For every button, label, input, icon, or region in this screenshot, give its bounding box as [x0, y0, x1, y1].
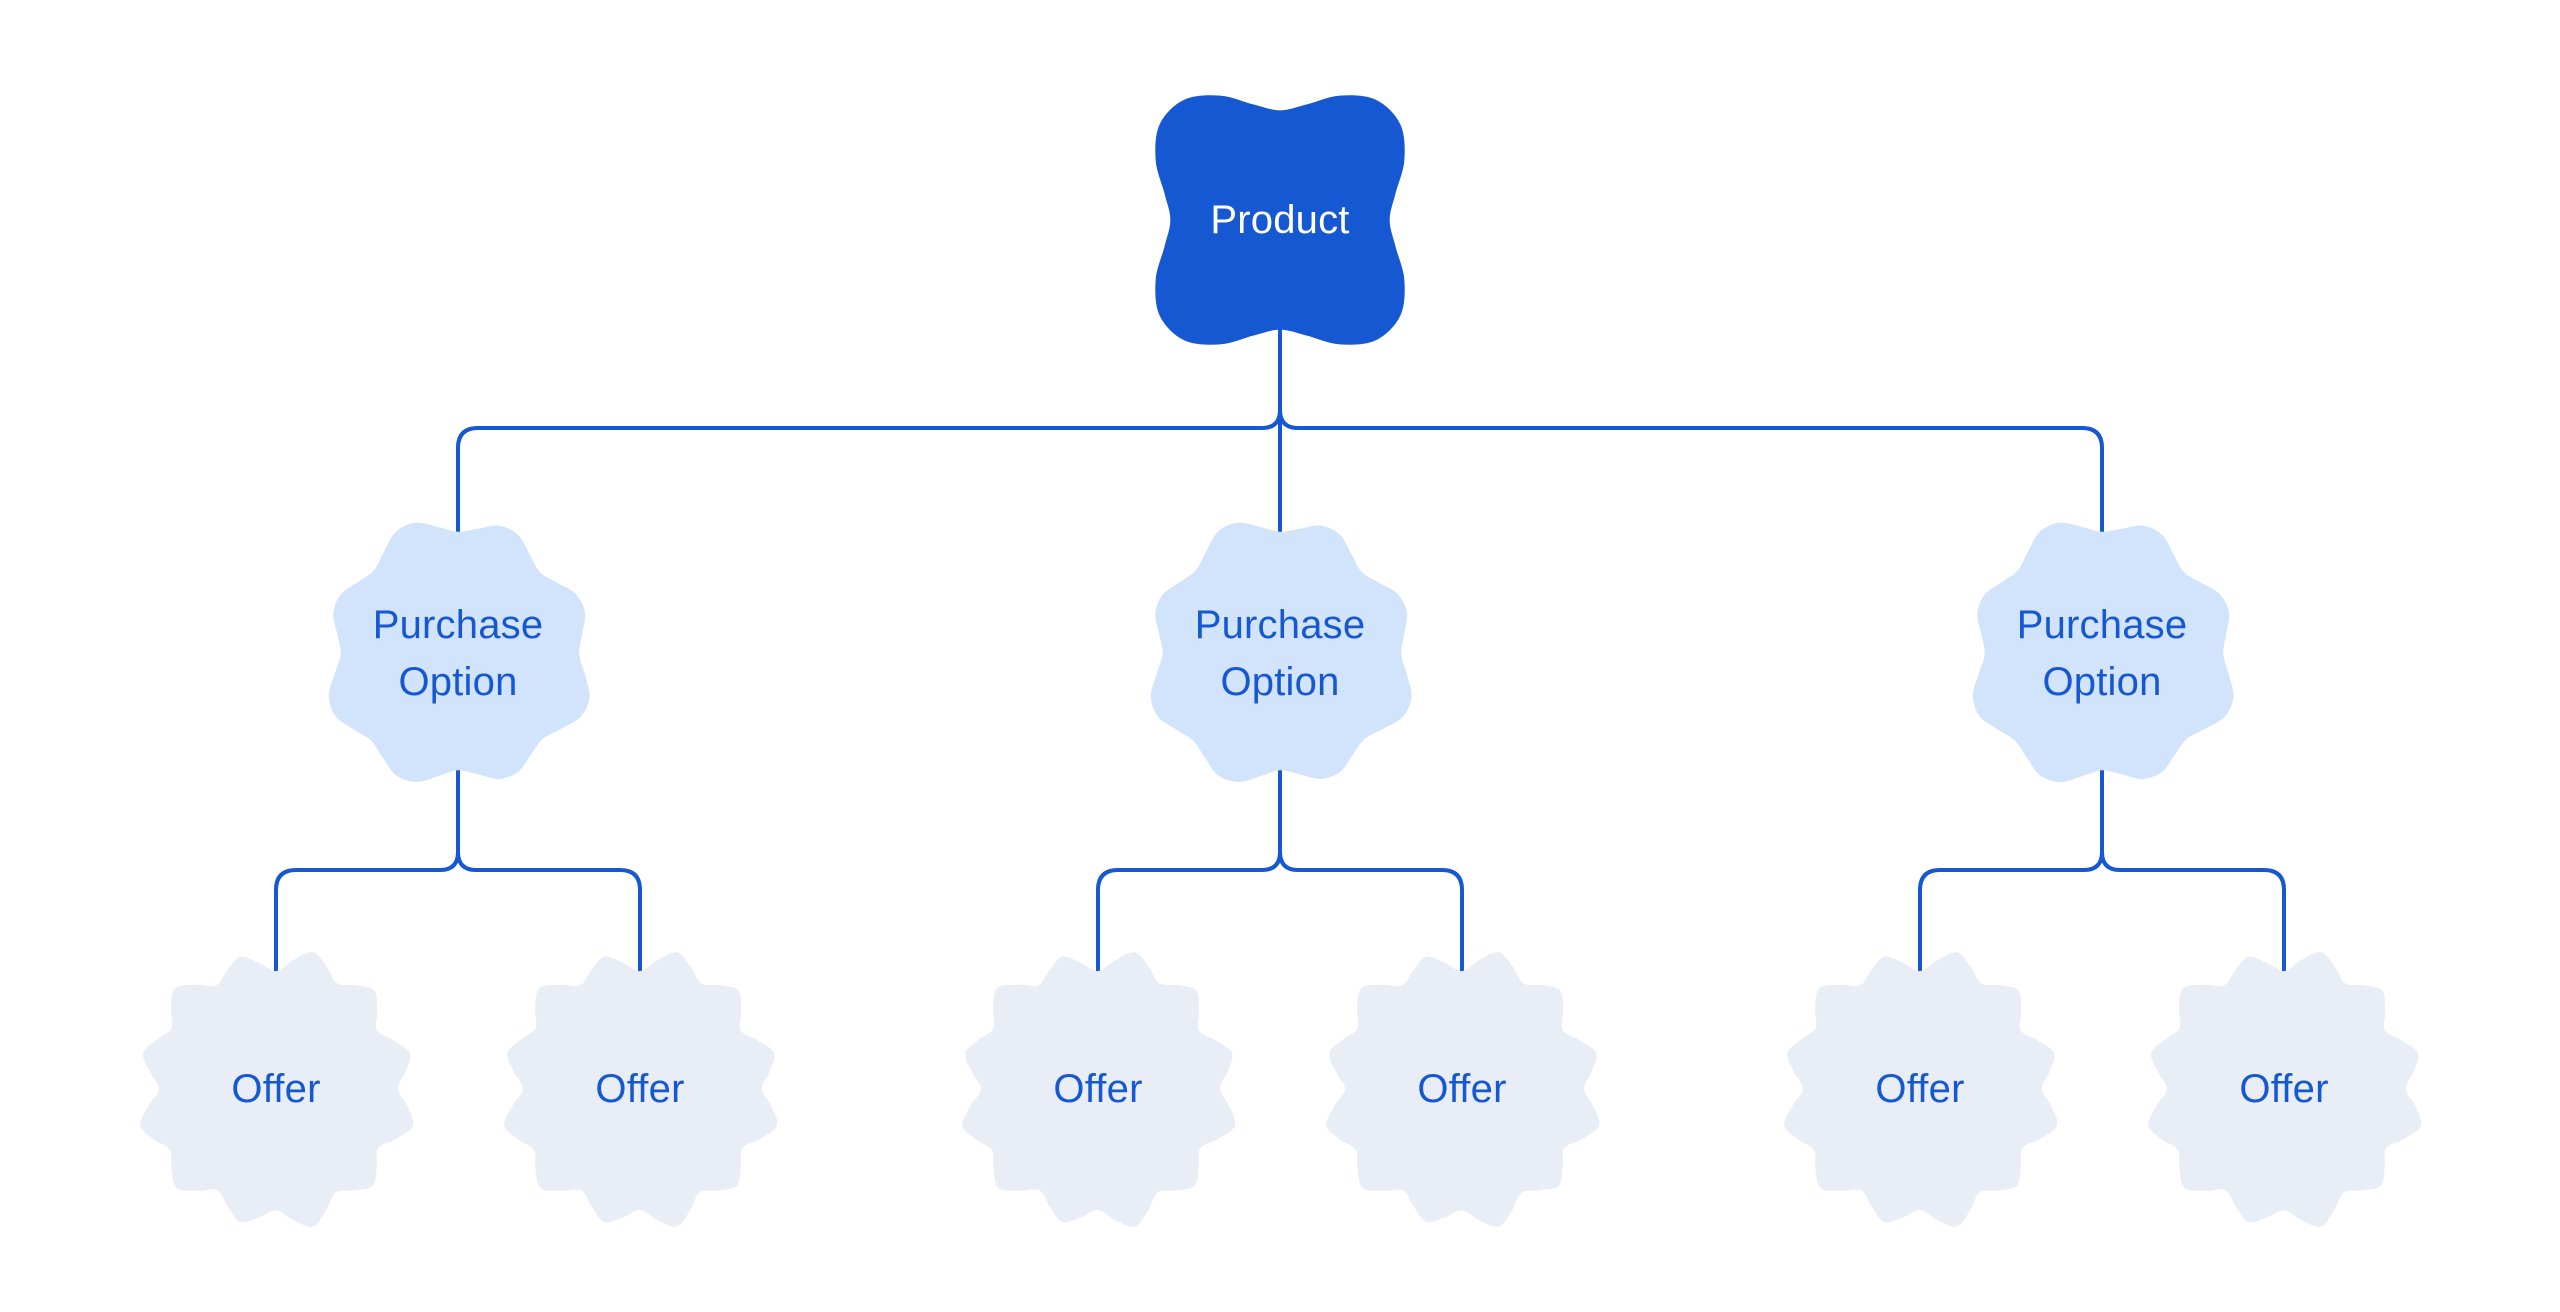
offer-blob-shape: [2148, 952, 2422, 1227]
purchase-option-blob-path: [1972, 522, 2234, 782]
offer-node-6: Offer: [2140, 945, 2428, 1233]
offer-blob-shape: [140, 952, 414, 1227]
purchase-option-label: Purchase Option: [1194, 603, 1366, 704]
purchase-option-blob-path: [328, 522, 590, 782]
offer-node-5: Offer: [1776, 945, 2064, 1233]
connector-po1-offer2: [456, 743, 642, 982]
product-blob-path: [1155, 95, 1405, 345]
connector-level1-left: [456, 408, 1282, 562]
offer-label: Offer: [1875, 1066, 1965, 1111]
offer-node-2: Offer: [496, 945, 784, 1233]
offer-node-4: Offer: [1318, 945, 1606, 1233]
product-blob-shape: [1155, 95, 1405, 345]
purchase-option-node-2: Purchase Option: [1138, 512, 1422, 796]
offer-label: Offer: [2239, 1066, 2329, 1111]
offer-blob-shape: [1326, 952, 1600, 1227]
offer-blob-path: [962, 952, 1236, 1227]
offer-blob-shape: [504, 952, 778, 1227]
offer-node-1: Offer: [132, 945, 420, 1233]
purchase-option-blob-path: [1150, 522, 1412, 782]
offer-label: Offer: [1053, 1066, 1143, 1111]
offer-blob-path: [1326, 952, 1600, 1227]
purchase-option-blob-shape: [1972, 522, 2234, 782]
offer-blob-path: [504, 952, 778, 1227]
offer-label: Offer: [595, 1066, 685, 1111]
connector-level1-right: [1278, 408, 2104, 562]
product-node: Product: [1151, 91, 1409, 349]
purchase-option-blob-shape: [328, 522, 590, 782]
offer-blob-shape: [962, 952, 1236, 1227]
offer-blob-shape: [1784, 952, 2058, 1227]
product-label: Product: [1210, 197, 1350, 242]
offer-label: Offer: [1417, 1066, 1507, 1111]
offer-label: Offer: [231, 1066, 321, 1111]
offer-blob-path: [1784, 952, 2058, 1227]
purchase-option-node-3: Purchase Option: [1960, 512, 2244, 796]
offer-blob-path: [140, 952, 414, 1227]
offer-blob-path: [2148, 952, 2422, 1227]
connector-po2-offer2: [1278, 743, 1464, 982]
offer-node-3: Offer: [954, 945, 1242, 1233]
purchase-option-node-1: Purchase Option: [316, 512, 600, 796]
purchase-option-label: Purchase Option: [372, 603, 544, 704]
connector-po3-offer2: [2100, 743, 2286, 982]
purchase-option-blob-shape: [1150, 522, 1412, 782]
purchase-option-label: Purchase Option: [2016, 603, 2188, 704]
